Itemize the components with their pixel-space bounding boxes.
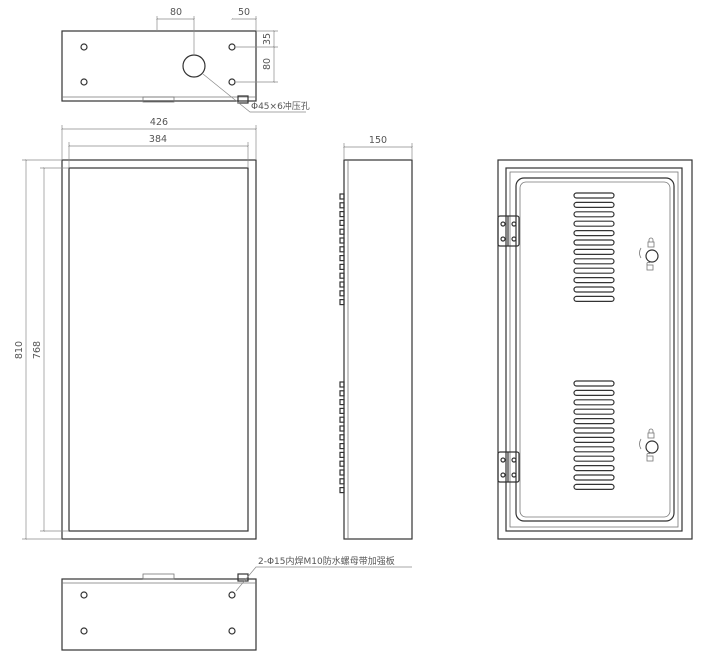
hinge-tooth <box>339 478 345 485</box>
louver-slot <box>573 418 615 425</box>
hinge-tooth <box>339 299 345 306</box>
hinge-tooth <box>339 407 345 414</box>
hinge-tooth <box>339 193 345 200</box>
mount-hole <box>80 43 88 51</box>
hinge-tooth <box>339 202 345 209</box>
side-hinge-teeth <box>339 193 345 494</box>
hinge-tooth <box>339 434 345 441</box>
vent-louvers <box>573 192 615 490</box>
louver-slot <box>573 211 615 218</box>
hinge-tooth <box>339 246 345 253</box>
louver-slot <box>573 389 615 396</box>
hinge-tooth <box>339 381 345 388</box>
louver-slot <box>573 239 615 246</box>
mount-hole <box>80 627 88 635</box>
louver-slot <box>573 286 615 293</box>
dim-top-spacing: 80 <box>170 7 182 18</box>
louver-slot <box>573 258 615 265</box>
louver-slot <box>573 192 615 199</box>
louver-slot <box>573 427 615 434</box>
louver-slot <box>573 201 615 208</box>
hinge-tooth <box>339 399 345 406</box>
hinge-tooth <box>339 237 345 244</box>
louver-slot <box>573 267 615 274</box>
hinge-tooth <box>339 211 345 218</box>
louver-slot <box>573 277 615 284</box>
bottom-view: 2-Φ15内焊M10防水螺母带加强板 <box>61 555 412 651</box>
top-view: 80 50 35 80 Φ45×6冲压孔 <box>61 7 310 113</box>
mount-hole <box>228 627 236 635</box>
dim-inner-width: 384 <box>149 134 167 145</box>
louver-slot <box>573 220 615 227</box>
mount-hole <box>228 43 236 51</box>
dim-top-vertical-b: 80 <box>262 58 273 70</box>
hinge-tooth <box>339 425 345 432</box>
lock-icon <box>639 237 659 271</box>
note-knockout-hole: Φ45×6冲压孔 <box>251 100 310 112</box>
louver-slot <box>573 230 615 237</box>
dim-outer-width: 426 <box>150 117 168 128</box>
hinge-tooth <box>339 469 345 476</box>
front-view: 426 384 810 768 <box>14 117 257 540</box>
hinge-tab <box>142 96 175 103</box>
door-view <box>497 159 693 540</box>
louver-slot <box>573 295 615 302</box>
lock-icon <box>639 428 659 462</box>
hinge-tooth <box>339 219 345 226</box>
hinge-tooth <box>339 390 345 397</box>
mount-hole <box>228 591 236 599</box>
hinge-tooth <box>339 451 345 458</box>
hinge-tooth <box>339 228 345 235</box>
dim-outer-height: 810 <box>14 341 25 359</box>
hinge-tooth <box>339 255 345 262</box>
mount-hole <box>228 78 236 86</box>
nut-block <box>237 95 249 104</box>
hinge-bottom <box>497 451 520 483</box>
louver-slot <box>573 446 615 453</box>
louver-slot <box>573 436 615 443</box>
dim-top-edge: 50 <box>238 7 250 18</box>
louver-slot <box>573 380 615 387</box>
dim-depth: 150 <box>369 135 387 146</box>
hinge-tooth <box>339 443 345 450</box>
hinge-tooth <box>339 416 345 423</box>
louver-slot <box>573 474 615 481</box>
hinge-top <box>497 215 520 247</box>
nut-block <box>237 573 249 582</box>
hinge-tooth <box>339 272 345 279</box>
hinge-tab <box>142 573 175 580</box>
dim-top-vertical-a: 35 <box>262 33 273 45</box>
louver-slot <box>573 483 615 490</box>
louver-slot <box>573 465 615 472</box>
dim-inner-height: 768 <box>32 341 43 359</box>
hinge-tooth <box>339 460 345 467</box>
louver-slot <box>573 455 615 462</box>
mount-hole <box>80 591 88 599</box>
hinge-tooth <box>339 281 345 288</box>
side-view: 150 <box>339 135 413 540</box>
knockout-hole <box>182 54 206 78</box>
louver-slot <box>573 408 615 415</box>
hinge-tooth <box>339 487 345 494</box>
note-bottom-holes: 2-Φ15内焊M10防水螺母带加强板 <box>258 555 395 567</box>
louver-slot <box>573 399 615 406</box>
hinge-tooth <box>339 290 345 297</box>
mount-hole <box>80 78 88 86</box>
louver-slot <box>573 248 615 255</box>
hinge-tooth <box>339 263 345 270</box>
